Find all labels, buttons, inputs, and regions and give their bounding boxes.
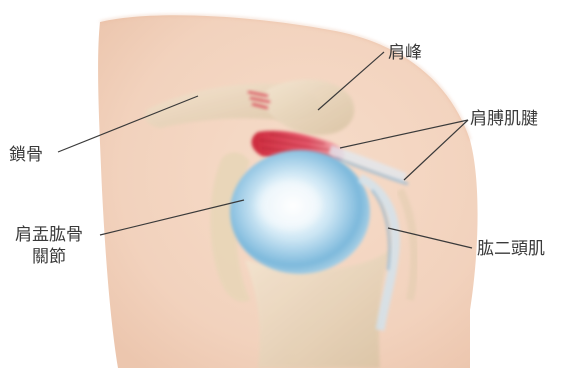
label-rotator-cuff: 肩膊肌腱 [470, 108, 538, 130]
label-clavicle: 鎖骨 [9, 144, 43, 166]
label-glenohumeral-joint: 肩盂肱骨 關節 [15, 224, 83, 268]
label-glenohumeral-line1: 肩盂肱骨 [15, 224, 83, 246]
label-acromion: 肩峰 [388, 42, 422, 64]
label-glenohumeral-line2: 關節 [15, 246, 83, 268]
label-biceps: 肱二頭肌 [477, 238, 545, 260]
